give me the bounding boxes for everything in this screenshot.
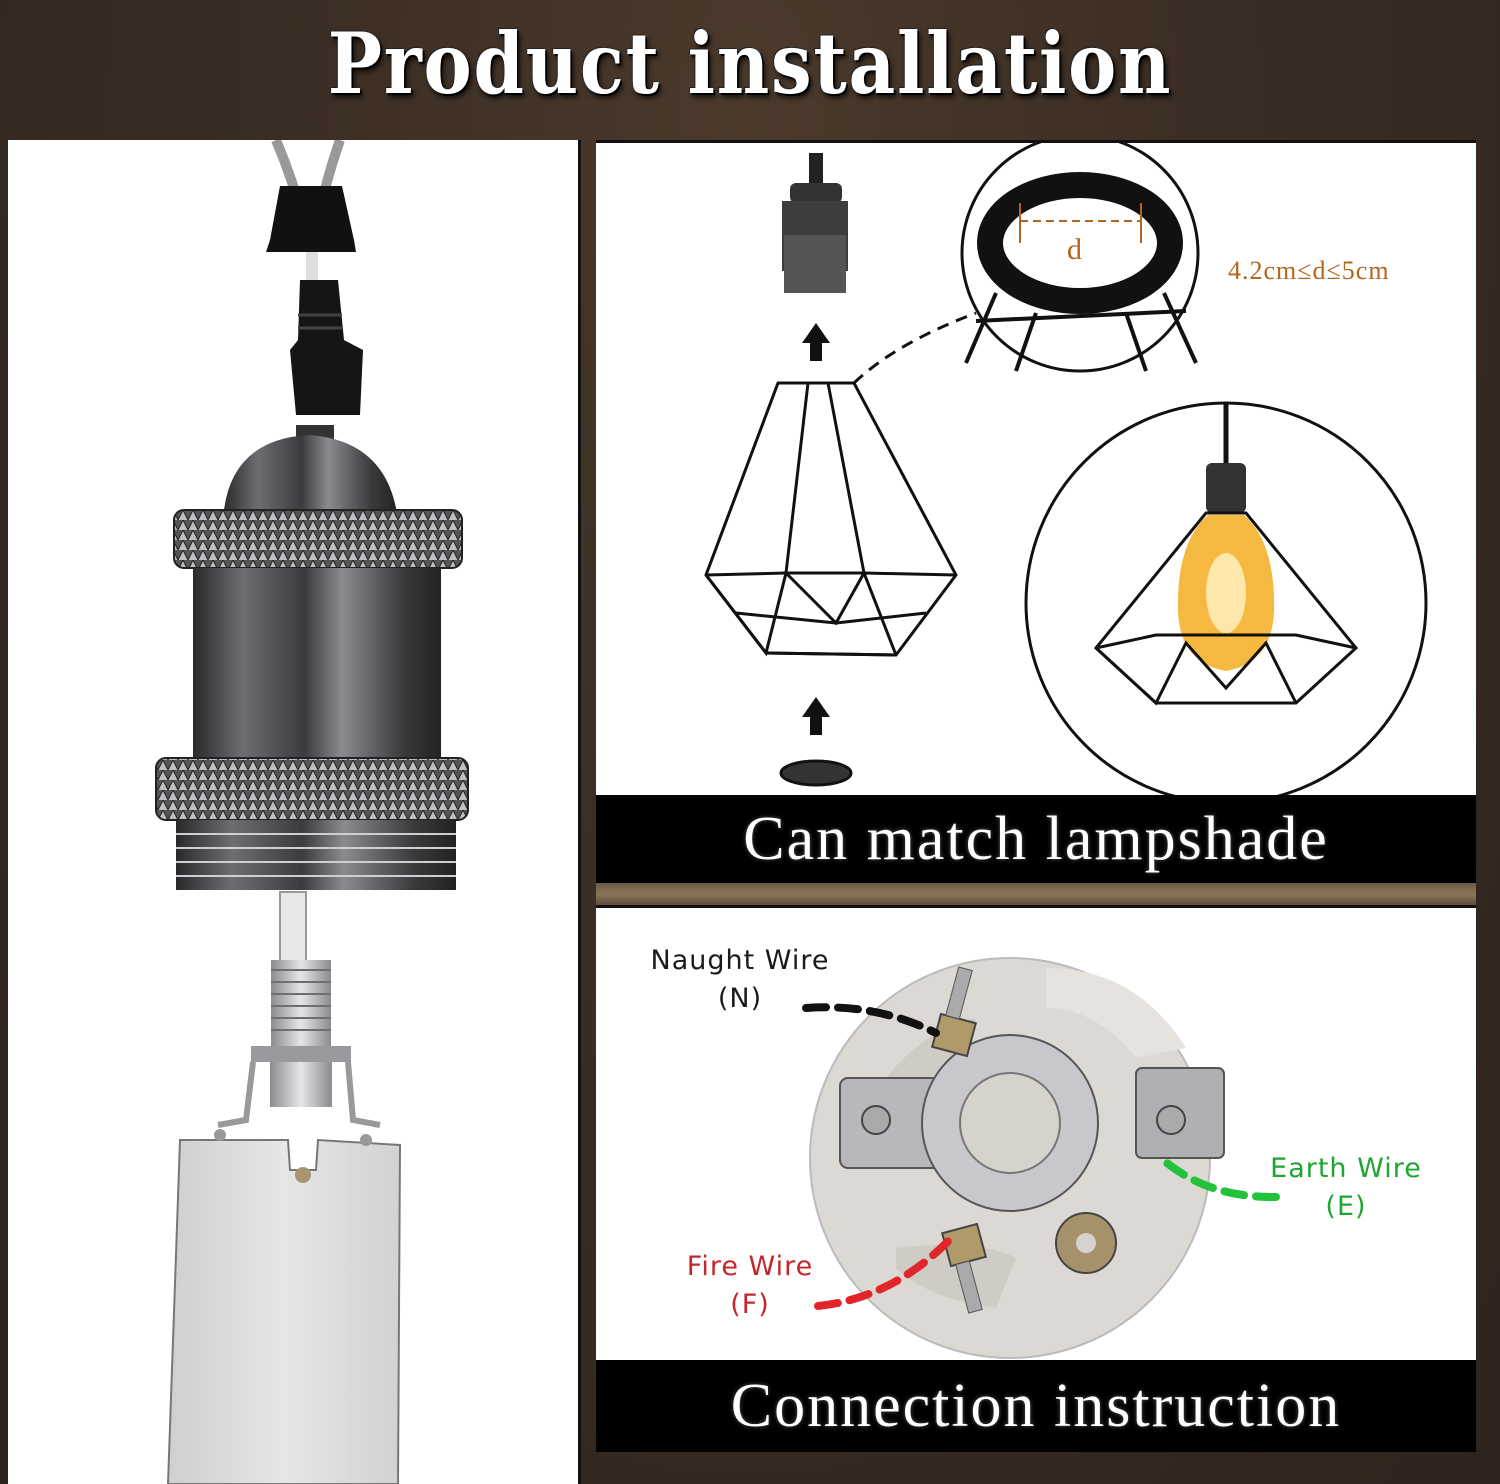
fire-wire-line — [814, 1229, 960, 1310]
earth-wire-code: (E) — [1325, 1191, 1367, 1222]
lampshade-panel: d 4.2cm≤d≤5cm — [596, 140, 1476, 798]
earth-wire-name: Earth Wire — [1270, 1153, 1422, 1184]
socket-assembly-illustration — [155, 140, 469, 1484]
fire-wire-code: (F) — [730, 1289, 770, 1320]
arrow-up-icon — [802, 697, 830, 735]
connection-caption: Connection instruction — [596, 1360, 1476, 1452]
naught-wire-label: Naught Wire (N) — [622, 942, 858, 1018]
threaded-rod — [217, 960, 381, 1128]
threaded-cord-grip — [290, 280, 363, 415]
fire-wire-name: Fire Wire — [686, 1251, 814, 1282]
naught-wire-name: Naught Wire — [650, 945, 830, 976]
terminal-screw — [930, 966, 978, 1058]
naught-wire-code: (N) — [717, 983, 763, 1014]
divider — [596, 883, 1476, 905]
terminal-screw — [940, 1222, 988, 1314]
finished-lamp-preview — [1024, 401, 1428, 798]
earth-wire-line — [1157, 1154, 1280, 1202]
cord-grip-cap — [266, 186, 356, 252]
shade-ring-icon — [779, 759, 853, 787]
metal-socket-shell — [155, 425, 469, 890]
dimension-d-label: d — [1067, 233, 1082, 266]
naught-wire-line — [802, 1003, 940, 1037]
arrow-up-icon — [802, 323, 830, 361]
dimension-range: 4.2cm≤d≤5cm — [1228, 256, 1390, 285]
ceramic-lamp-holder — [166, 1129, 402, 1484]
fire-wire-label: Fire Wire (F) — [660, 1248, 840, 1324]
metal-bracket — [839, 1034, 1225, 1212]
ceramic-base-illustration — [802, 957, 1280, 1359]
lampshade-caption: Can match lampshade — [596, 795, 1476, 883]
lampshade-illustration — [704, 143, 1428, 798]
connection-panel — [596, 905, 1476, 1363]
small-socket-icon — [782, 153, 848, 293]
shade-top-detail — [960, 143, 1200, 373]
wire-lampshade — [704, 381, 958, 657]
page-title: Product installation — [327, 14, 1173, 113]
socket-assembly-panel — [8, 140, 581, 1484]
earth-wire-label: Earth Wire (E) — [1246, 1150, 1446, 1226]
